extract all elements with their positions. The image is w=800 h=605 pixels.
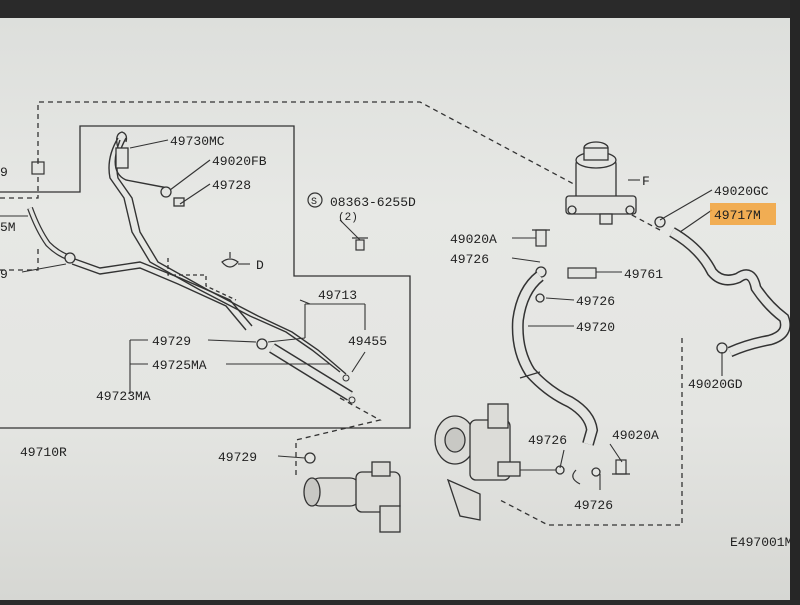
clamp-icon	[31, 158, 45, 175]
valve-icon	[303, 461, 401, 533]
label-49730MC: 49730MC	[170, 134, 225, 149]
bracket-icon	[115, 131, 129, 169]
label-49726-bottom: 49726	[574, 498, 613, 513]
diagram-code: E497001M	[730, 535, 792, 550]
clip-icon	[221, 252, 239, 268]
label-49455: 49455	[348, 334, 387, 349]
label-49725MA: 49725MA	[152, 358, 207, 373]
label-qty: (2)	[338, 212, 358, 224]
label-49720: 49720	[576, 320, 615, 335]
label-F: F	[642, 174, 650, 189]
edge-label-9: 9	[0, 165, 8, 180]
edge-label-5M: 5M	[0, 220, 16, 235]
label-49728: 49728	[212, 178, 251, 193]
hose-49720	[511, 271, 599, 446]
label-49020A-low: 49020A	[612, 428, 659, 443]
reservoir-icon	[565, 141, 637, 225]
label-49726-low: 49726	[528, 433, 567, 448]
label-49713: 49713	[318, 288, 357, 303]
fittings	[532, 229, 630, 485]
hose-49713	[269, 343, 356, 404]
part-labels: 49730MC 49020FB 49728 S 08363-6255D (2) …	[0, 134, 792, 550]
monitor-bezel-top	[0, 0, 800, 18]
label-49020FB: 49020FB	[212, 154, 267, 169]
label-49726-top: 49726	[450, 252, 489, 267]
monitor-bezel-right	[790, 0, 800, 600]
label-49020A-top: 49020A	[450, 232, 497, 247]
leader-lines	[0, 139, 723, 490]
label-D: D	[256, 258, 264, 273]
pump-icon	[434, 403, 521, 521]
label-08363-6255D: 08363-6255D	[330, 195, 416, 210]
edge-label-9b: 9	[0, 267, 8, 282]
label-49726-mid: 49726	[576, 294, 615, 309]
label-49729-upper: 49729	[152, 334, 191, 349]
label-49717M: 49717M	[714, 208, 761, 223]
highlight-marker	[710, 203, 776, 225]
clamps	[64, 186, 728, 477]
label-49729-lower: 49729	[218, 450, 257, 465]
label-49723MA: 49723MA	[96, 389, 151, 404]
label-49020GC: 49020GC	[714, 184, 769, 199]
label-49761: 49761	[624, 267, 663, 282]
label-49020GD: 49020GD	[688, 377, 743, 392]
label-49710R: 49710R	[20, 445, 67, 460]
bolt-symbol: S	[311, 197, 317, 208]
hose-49717M	[669, 227, 791, 358]
boundary-lines	[0, 101, 683, 526]
